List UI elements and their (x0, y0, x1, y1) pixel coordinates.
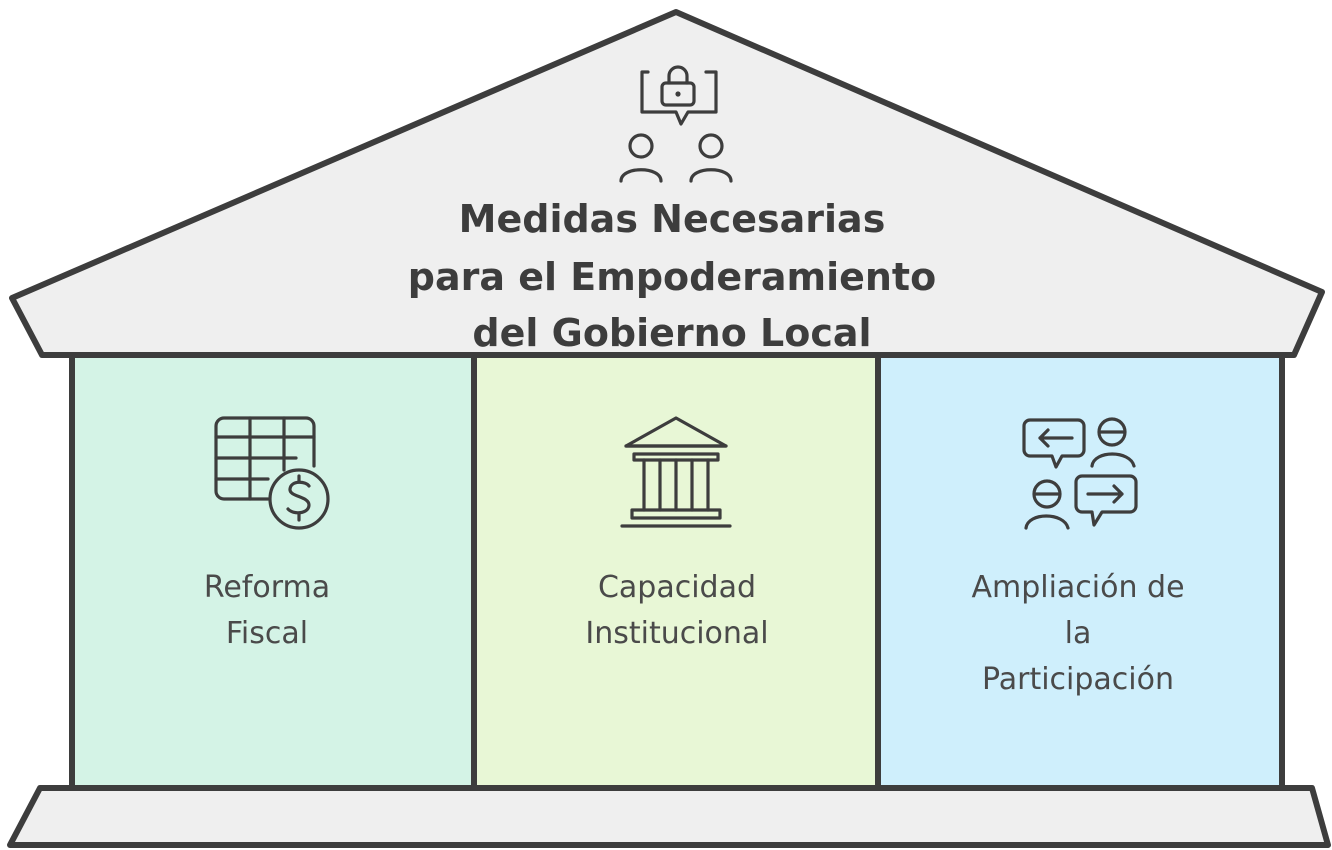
roof (9, 9, 1325, 358)
title-line-3: del Gobierno Local (472, 311, 871, 355)
pillar-1-fill (72, 358, 474, 788)
pillar-outlines (69, 355, 1285, 791)
roof-fill (12, 12, 1322, 355)
base-outline (7, 785, 1331, 848)
title-line-1: Medidas Necesarias (459, 197, 886, 241)
pillar-2-fill (476, 358, 878, 788)
pillar-2-label-line-2: Institucional (585, 616, 768, 651)
people-dialogue-lock-icon (619, 65, 733, 183)
base-fill (10, 788, 1328, 845)
pillar-3-label-line-3: Participación (982, 662, 1174, 697)
pillar-3-label-line-2: la (1065, 616, 1092, 651)
pillar-1-label-line-1: Reforma (204, 570, 330, 605)
base (7, 785, 1331, 848)
pillar-3-fill (880, 358, 1282, 788)
pillar-3-label-line-1: Ampliación de (971, 570, 1184, 605)
pillar-1-label: Reforma Fiscal (204, 570, 330, 651)
pillar-2-label-line-1: Capacidad (598, 570, 756, 605)
people-exchange-icon (1022, 417, 1138, 530)
title-line-2: para el Empoderamiento (408, 255, 936, 299)
pillar-1-label-line-2: Fiscal (226, 616, 308, 651)
spreadsheet-dollar-icon (214, 416, 330, 530)
pillar-fills (72, 358, 1282, 788)
pillar-2-label: Capacidad Institucional (585, 570, 768, 651)
government-building-icon (620, 416, 732, 528)
roof-outline (9, 9, 1325, 358)
diagram-title: Medidas Necesarias para el Empoderamient… (408, 197, 936, 355)
pillar-3-label: Ampliación de la Participación (971, 570, 1184, 697)
